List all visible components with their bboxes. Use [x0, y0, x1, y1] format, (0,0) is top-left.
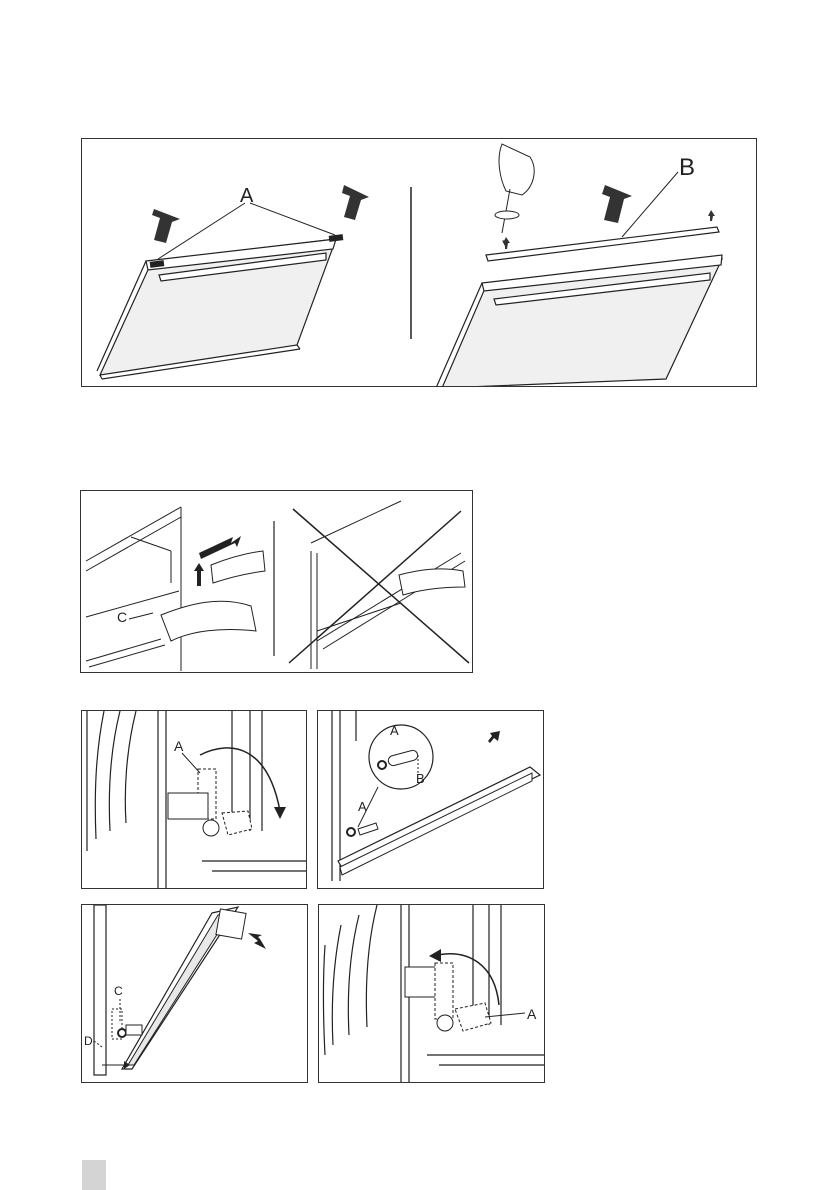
up-arrow-icon — [602, 185, 632, 223]
figure-hinge-close: A — [318, 904, 545, 1083]
left-door — [97, 239, 336, 379]
top-trim-b — [486, 227, 719, 261]
hand-icon — [399, 569, 465, 595]
figure-handle-lift: C — [80, 490, 473, 673]
label-b: B — [416, 771, 425, 786]
small-up-arrow-icon — [503, 237, 510, 249]
small-up-arrow-icon — [708, 210, 715, 221]
hinge-open-illustration: A — [82, 711, 307, 889]
screwdriver-hand-icon — [495, 144, 534, 247]
hinge-pin — [118, 1029, 126, 1037]
label-a: A — [527, 1006, 537, 1022]
page-corner-marker — [82, 1160, 106, 1190]
hinge-clip — [358, 823, 378, 835]
hinge-plate — [222, 811, 252, 835]
label-a: A — [240, 185, 254, 207]
oven-side — [94, 905, 106, 1075]
up-arrow-icon — [152, 209, 180, 243]
label-b: B — [679, 154, 695, 181]
diagonal-arrow-icon — [199, 536, 241, 559]
label-a-top: A — [390, 723, 399, 738]
hinge-pin — [437, 1015, 453, 1031]
hinge-body — [168, 793, 208, 819]
figure-door-reinstall: C D — [81, 904, 308, 1083]
handle-lift-illustration: C — [81, 491, 473, 673]
label-d: D — [84, 1034, 93, 1048]
door-edge — [340, 773, 532, 875]
hinge-pin — [347, 828, 355, 836]
figure-hinge-detail: A B A — [317, 710, 544, 889]
arrow-head-icon — [274, 807, 286, 819]
oven-cavity-left — [86, 507, 181, 671]
label-c: C — [114, 984, 123, 998]
hinge-lever — [435, 963, 453, 1019]
figure-hinge-open: A — [81, 710, 307, 889]
left-arrow-icon — [248, 933, 266, 949]
clip-a-right — [329, 234, 344, 242]
up-arrow-icon — [194, 563, 204, 586]
figure-door-trim-removal: A B — [81, 138, 757, 387]
up-arrow-icon — [342, 185, 369, 220]
label-c: C — [117, 609, 127, 625]
label-a-bottom: A — [358, 799, 367, 814]
hand-icon — [211, 551, 265, 583]
hinge-close-illustration: A — [319, 905, 545, 1083]
hinge-clip — [126, 1025, 142, 1035]
door-reinstall-illustration: C D — [82, 905, 308, 1083]
hand-icon — [161, 601, 256, 641]
hinge-detail-illustration: A B A — [318, 711, 544, 889]
right-door — [436, 255, 722, 387]
arrow-head-icon — [429, 949, 441, 962]
hinge-pin — [203, 820, 219, 836]
door-top-block — [216, 909, 246, 939]
label-a: A — [174, 738, 184, 754]
diagonal-arrow-icon — [488, 731, 500, 743]
hinge-pin — [378, 761, 386, 769]
door-trim-illustration: A B — [82, 139, 757, 387]
